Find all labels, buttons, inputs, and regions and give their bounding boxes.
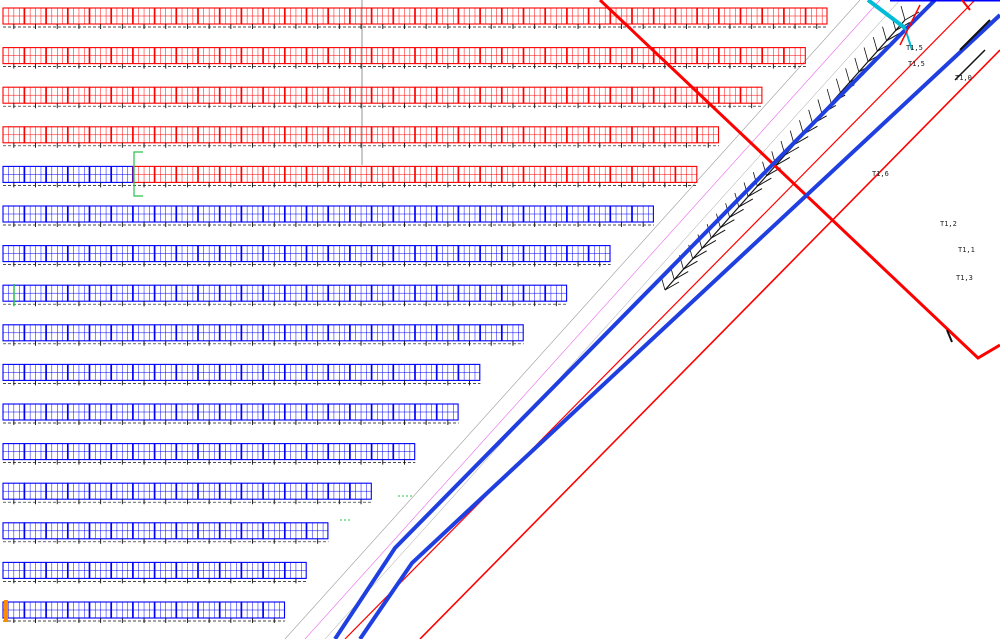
panel-row (2, 86, 763, 109)
top-right-details (866, 0, 1000, 81)
hatch-mark (845, 68, 850, 83)
panel-row (2, 522, 329, 544)
hatch-mark (872, 37, 878, 52)
label-t1-0: T1,0 (955, 74, 972, 82)
solar-panel-rows (2, 7, 828, 623)
boundary-rotated-square (598, 0, 1000, 360)
boundary-tick-mark (946, 329, 953, 343)
panel-row (2, 363, 481, 386)
hatch-mark (775, 156, 791, 166)
panel-row (2, 245, 611, 267)
panel-row (2, 7, 828, 29)
panel-row (2, 403, 459, 425)
panel-row (2, 47, 806, 69)
property-boundary (344, 0, 1000, 639)
hatch-mark (784, 146, 800, 156)
hatch-mark (664, 281, 680, 291)
panel-row (2, 443, 416, 465)
hatch-mark (738, 198, 754, 208)
magenta-guide-line (304, 0, 881, 639)
orange-edge-marker (4, 600, 8, 622)
panel-row (2, 165, 698, 188)
label-t1-5-b: T1,5 (908, 60, 925, 68)
road-edge-right (358, 13, 1000, 639)
hatch-mark (710, 229, 726, 239)
red-detail-line (899, 4, 921, 46)
guide-lines (284, 0, 901, 639)
panel-row (2, 601, 286, 623)
hatch-mark (729, 208, 744, 218)
black-marker-line (959, 19, 991, 51)
hatch-mark (826, 88, 832, 104)
hatch-mark (673, 271, 689, 281)
hatch-mark (720, 219, 735, 229)
label-t1-5-top: T1,5 (906, 44, 923, 52)
hatch-mark (836, 78, 841, 93)
black-marker-line-2 (954, 49, 986, 81)
label-t1-1: T1,1 (958, 246, 975, 254)
hatch-mark (808, 109, 814, 124)
panel-row (2, 482, 372, 505)
gray-guide-line-2 (324, 0, 901, 639)
road-edge-left (333, 0, 937, 639)
hatch-mark (747, 188, 763, 197)
hatch-mark (692, 250, 707, 260)
access-road (333, 0, 1000, 639)
hatch-mark (882, 26, 887, 41)
hatch-mark (863, 47, 869, 62)
panel-row (2, 324, 524, 346)
red-detail-line-2 (961, 0, 971, 11)
hatch-mark (854, 57, 860, 73)
terrain-labels: T1,5 T1,5 T1,0 T1,2 T1,1 T1,3 T1,6 (872, 44, 975, 282)
hatch-mark (817, 99, 823, 114)
hatch-mark (683, 260, 698, 270)
cyan-conduit (866, 0, 907, 30)
label-t1-3: T1,3 (956, 274, 973, 282)
fence-line-outer (419, 49, 1000, 639)
hatch-mark (757, 177, 772, 187)
label-t1-6: T1,6 (872, 170, 889, 178)
label-t1-2: T1,2 (940, 220, 957, 228)
fence-line-inner (344, 0, 976, 639)
panel-row (2, 126, 720, 148)
panel-row (2, 561, 307, 584)
panel-row (2, 205, 654, 227)
hatch-mark (793, 136, 809, 146)
hatch-mark (701, 240, 717, 249)
accent-markers (4, 151, 412, 622)
gray-guide-line (284, 0, 861, 639)
hatch-mark (886, 32, 901, 42)
hatch-mark (900, 5, 906, 21)
hatch-mark (697, 234, 703, 249)
green-bracket-marker (133, 151, 143, 197)
hatch-mark (752, 172, 758, 187)
